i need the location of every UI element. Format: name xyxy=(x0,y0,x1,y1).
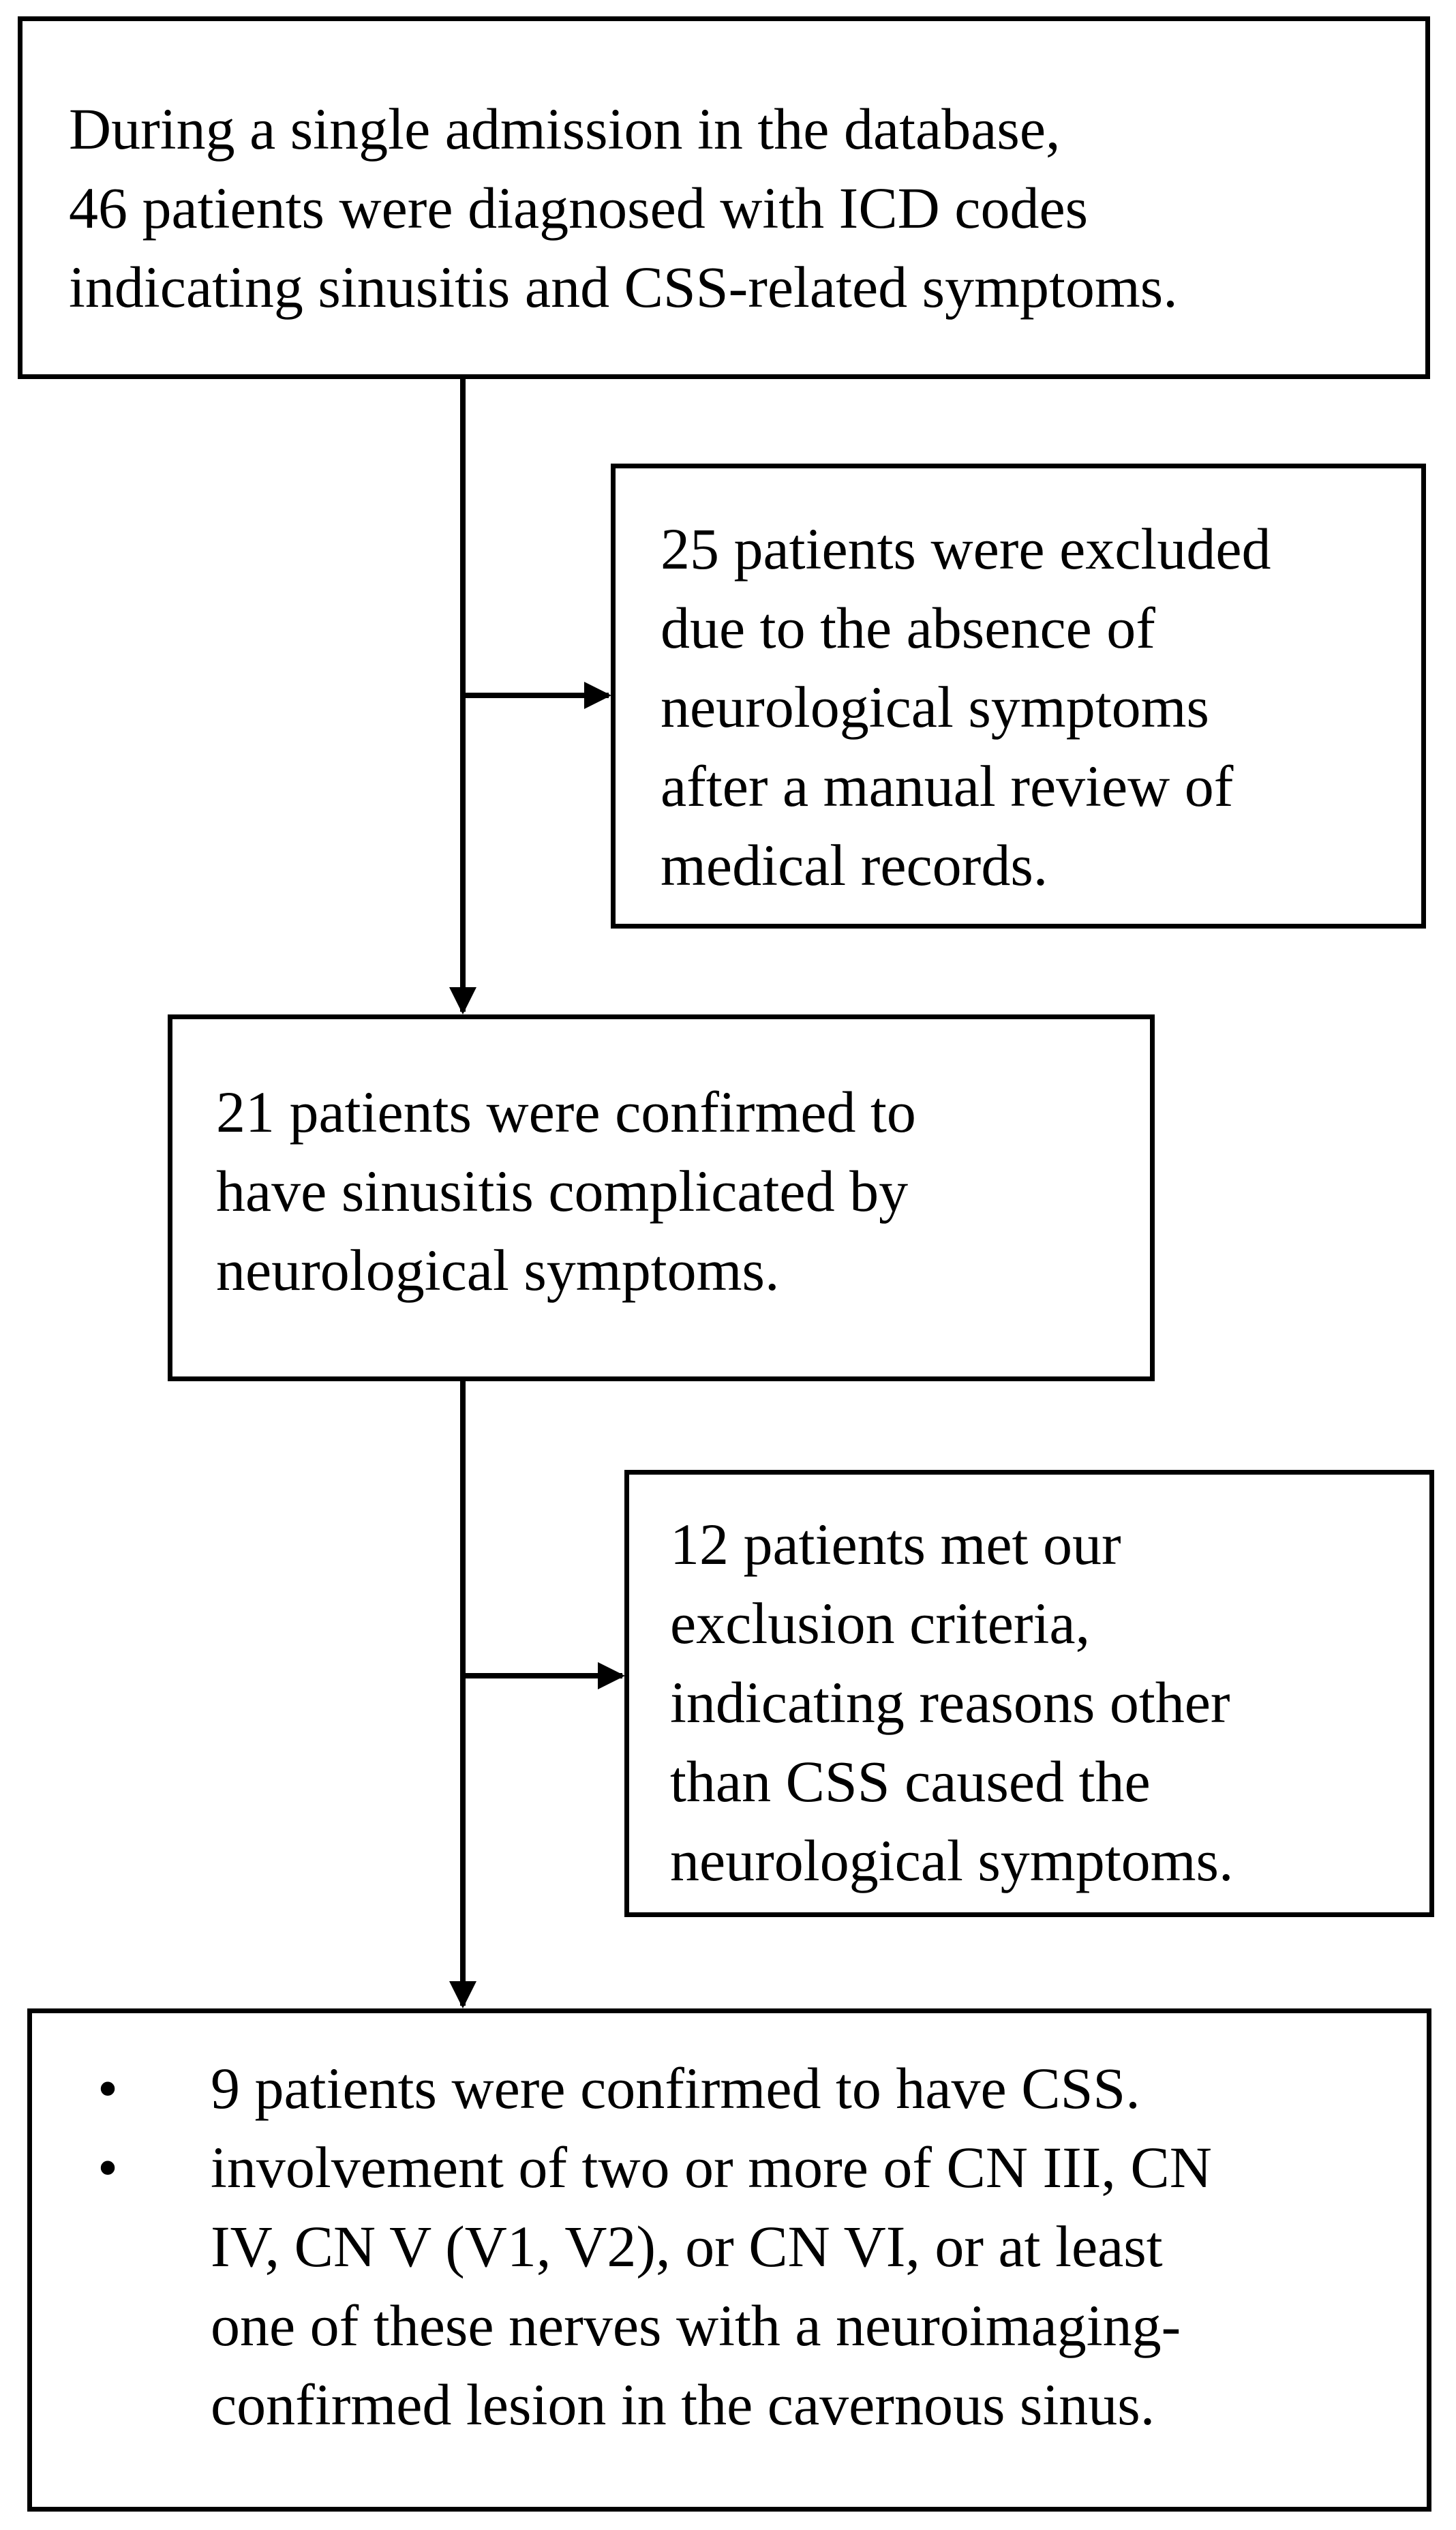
exclusion-2-line: indicating reasons other xyxy=(670,1670,1230,1735)
bullet-icon: • xyxy=(97,2135,119,2200)
confirmed-sinusitis-text: 21 patients were confirmed to have sinus… xyxy=(216,1072,1150,1310)
confirmed-sinusitis-line: have sinusitis complicated by xyxy=(216,1158,909,1224)
confirmed-sinusitis-line: neurological symptoms. xyxy=(216,1237,780,1303)
exclusion-box-1: 25 patients were excluded due to the abs… xyxy=(611,464,1426,929)
initial-cohort-text: During a single admission in the databas… xyxy=(69,89,1425,327)
exclusion-2-text: 12 patients met our exclusion criteria, … xyxy=(670,1505,1429,1900)
bullet-icon: • xyxy=(97,2055,119,2121)
exclusion-2-line: exclusion criteria, xyxy=(670,1591,1091,1656)
final-bullet-line: involvement of two or more of CN III, CN xyxy=(211,2135,1212,2200)
final-bullet-item: • involvement of two or more of CN III, … xyxy=(32,2128,1427,2444)
exclusion-1-text: 25 patients were excluded due to the abs… xyxy=(661,509,1421,905)
final-bullet-line: confirmed lesion in the cavernous sinus. xyxy=(211,2372,1155,2437)
final-bullet-line: one of these nerves with a neuroimaging- xyxy=(211,2293,1181,2358)
exclusion-2-line: neurological symptoms. xyxy=(670,1828,1234,1893)
exclusion-box-2: 12 patients met our exclusion criteria, … xyxy=(624,1470,1434,1917)
exclusion-1-line: neurological symptoms xyxy=(661,674,1209,740)
initial-cohort-line: During a single admission in the databas… xyxy=(69,96,1061,162)
final-bullet-list: • 9 patients were confirmed to have CSS.… xyxy=(32,2049,1427,2444)
final-bullet-item: • 9 patients were confirmed to have CSS. xyxy=(32,2049,1427,2128)
exclusion-2-line: than CSS caused the xyxy=(670,1749,1151,1814)
exclusion-1-line: medical records. xyxy=(661,832,1048,898)
exclusion-1-line: 25 patients were excluded xyxy=(661,516,1271,582)
final-css-box: • 9 patients were confirmed to have CSS.… xyxy=(27,2008,1431,2512)
initial-cohort-line: 46 patients were diagnosed with ICD code… xyxy=(69,175,1089,241)
final-bullet-line: IV, CN V (V1, V2), or CN VI, or at least xyxy=(211,2214,1163,2279)
final-bullet-line: 9 patients were confirmed to have CSS. xyxy=(211,2055,1140,2121)
initial-cohort-box: During a single admission in the databas… xyxy=(18,16,1430,379)
exclusion-2-line: 12 patients met our xyxy=(670,1511,1121,1577)
exclusion-1-line: after a manual review of xyxy=(661,753,1234,819)
confirmed-sinusitis-line: 21 patients were confirmed to xyxy=(216,1079,916,1145)
exclusion-1-line: due to the absence of xyxy=(661,595,1155,661)
initial-cohort-line: indicating sinusitis and CSS-related sym… xyxy=(69,254,1178,320)
confirmed-sinusitis-box: 21 patients were confirmed to have sinus… xyxy=(168,1014,1155,1381)
